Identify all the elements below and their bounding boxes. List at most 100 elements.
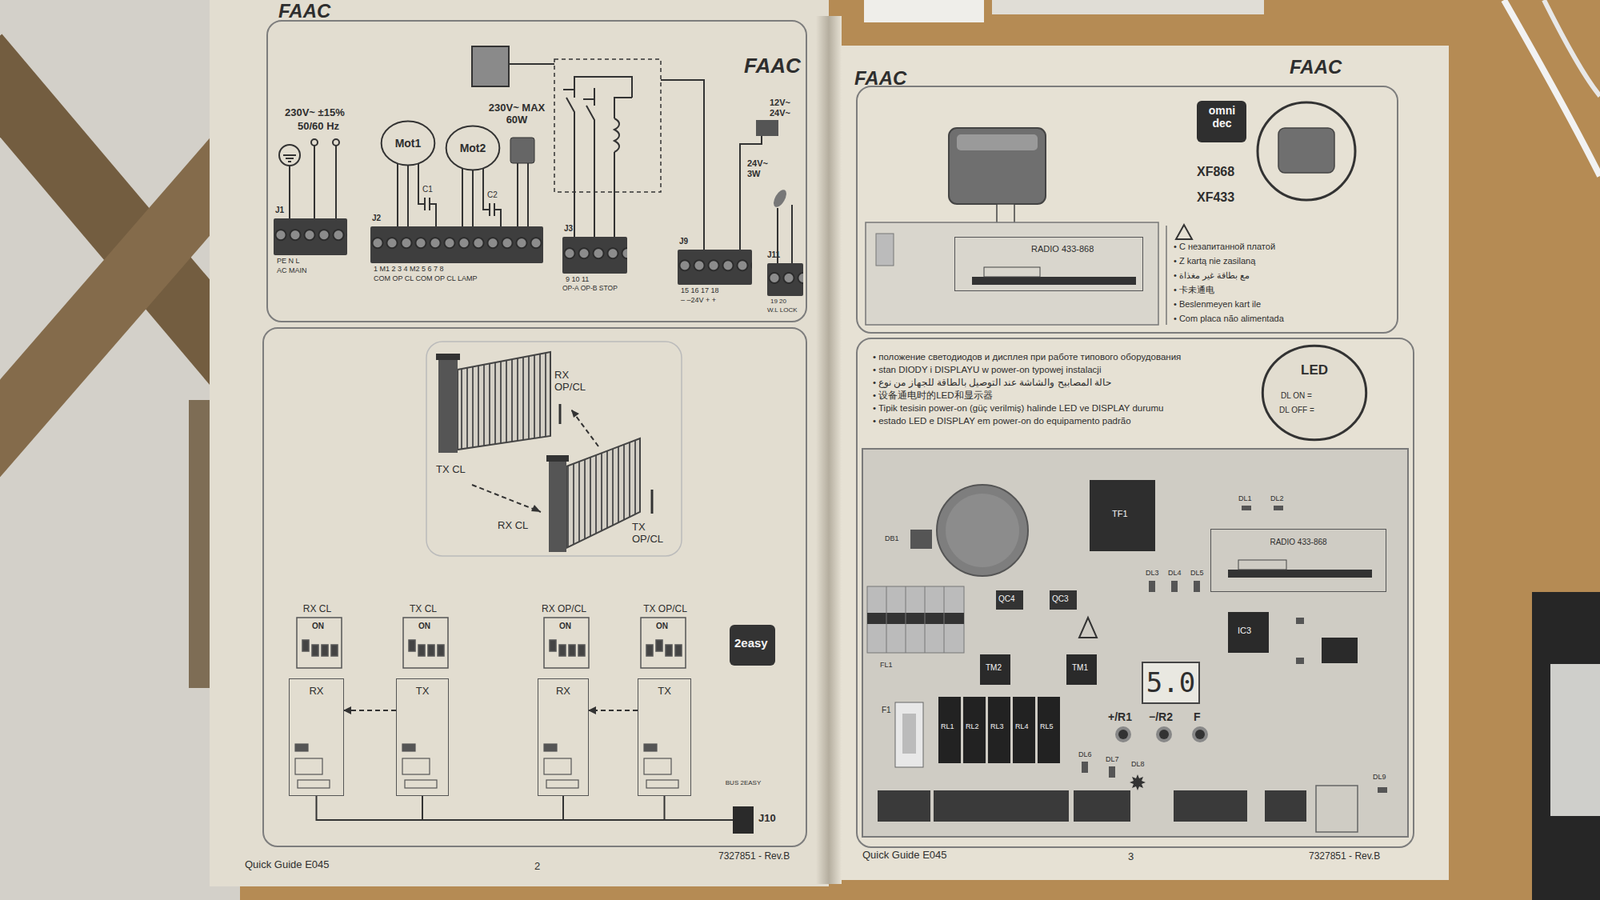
component-label: QC4 <box>998 594 1016 604</box>
node-text: DL ON = <box>1280 391 1312 401</box>
document-code: 7327851 - Rev.B <box>1308 851 1380 863</box>
terminal-block: J1119 20W.L LOCK <box>767 263 804 296</box>
lamp-symbol <box>510 137 535 227</box>
component-label: IC3 <box>1237 625 1252 636</box>
panel <box>263 328 807 847</box>
footer-text: Quick Guide E045 <box>862 849 948 862</box>
photocell-label: TX OP/CL <box>632 521 677 546</box>
warning-note: • Z kartą nie zasilaną <box>1173 256 1256 267</box>
panel <box>856 338 1414 848</box>
motor-circle: Mot2 <box>445 125 500 171</box>
led-label: DL3 <box>1145 568 1160 577</box>
led-label: DL6 <box>1078 750 1092 759</box>
led-label: DL4 <box>1168 568 1182 577</box>
node-title: J11 <box>767 250 780 260</box>
page-number: 3 <box>1128 851 1134 864</box>
motor-wiring <box>397 163 501 227</box>
brand-logo: FAAC <box>1289 56 1342 79</box>
capacitor-label: C2 <box>487 190 498 200</box>
display: 5.0 <box>1141 661 1200 704</box>
node-text: – –24V + + <box>680 296 716 304</box>
device-label <box>1550 664 1600 816</box>
node-title: RADIO 433-868 <box>1211 537 1386 548</box>
node-text: 9 10 11 <box>565 275 589 284</box>
warning-note: • 卡未通电 <box>1173 284 1215 296</box>
beam-arrow <box>344 709 396 712</box>
footer-text: Quick Guide E045 <box>244 859 330 872</box>
document-code: 7327851 - Rev.B <box>718 851 790 863</box>
node-title: RX OP/CL <box>506 604 622 616</box>
dip-switch-label: ON <box>418 621 431 632</box>
cable <box>1544 0 1600 96</box>
node-text: 15 16 17 18 <box>680 286 720 295</box>
terminal-block: J1PE N LAC MAIN <box>273 218 348 256</box>
photocell-label: RX OP/CL <box>554 369 600 394</box>
node-title: Mot2 <box>445 141 500 155</box>
photocell-box: RX CLRX <box>288 678 344 796</box>
led-note: • حالة المصابيح والشاشة عند التوصيل بالط… <box>872 377 1112 388</box>
led-note: • Tipik tesisin power-on (güç verilmiş) … <box>872 403 1164 414</box>
led-note: • estado LED e DISPLAY em power-on do eq… <box>872 416 1132 427</box>
led-note: • stan DIODY i DISPLAYU w power-on typow… <box>872 364 1101 376</box>
node-title: J2 <box>372 213 381 224</box>
node-title: LED <box>1261 362 1368 379</box>
led-note: • 设备通电时的LED和显示器 <box>872 390 993 401</box>
node-text: TX <box>396 685 448 698</box>
node-text: W.L LOCK <box>767 306 798 314</box>
circle-outline <box>1262 345 1366 440</box>
dip-switch-label: ON <box>656 621 668 632</box>
device-box <box>1532 592 1600 900</box>
relay-label: RL4 <box>1015 722 1029 731</box>
node-title: RX CL <box>257 604 377 616</box>
component-label: TM1 <box>1072 663 1088 673</box>
button-label: +/R1 <box>1108 710 1132 724</box>
component-label: TM2 <box>985 663 1002 673</box>
photocell-box: TX CLTX <box>396 678 449 796</box>
led-label: DL8 <box>1131 760 1145 768</box>
radio-slot: RADIO 433-868 <box>954 236 1144 292</box>
led-label: DL5 <box>1190 568 1204 577</box>
supply-voltage: 230V~ ±15% <box>284 107 345 120</box>
relay-label: RL5 <box>1040 722 1054 731</box>
circle-outline <box>381 121 436 166</box>
supply-frequency: 50/60 Hz <box>297 120 340 133</box>
cable <box>1504 0 1600 176</box>
motor-wire <box>472 170 474 227</box>
lamp-rating: 230V~ MAX 60W <box>484 102 549 127</box>
bus-wire <box>422 796 733 820</box>
led-label: DL2 <box>1270 494 1284 503</box>
component-label: DB1 <box>884 534 900 543</box>
relay-label: RL3 <box>990 722 1004 731</box>
radio-slot: RADIO 433-868 <box>1210 528 1387 592</box>
node-title: J1 <box>275 205 284 216</box>
photocell-label: TX CL <box>436 464 466 476</box>
node-text: COM OP CL COM OP CL LAMP <box>373 274 478 283</box>
led-legend-circle: LED DL ON = DL OFF = <box>1261 344 1368 441</box>
node-title: RADIO 433-868 <box>1031 244 1094 255</box>
node-title: TX OP/CL <box>606 604 724 616</box>
circle-outline <box>446 126 500 171</box>
model-name: XF433 <box>1196 190 1235 205</box>
warning-note: • С незапитанной платой <box>1173 241 1276 252</box>
photocell-parts <box>295 744 679 788</box>
node-text: PE N L <box>276 256 300 265</box>
photocell-box: TX OP/CLTX <box>637 678 692 796</box>
led-label: DL7 <box>1105 755 1120 764</box>
node-text: DL OFF = <box>1279 405 1315 416</box>
dip-switches <box>296 617 686 668</box>
node-title: 5.0 <box>1143 667 1199 699</box>
warning-note: • مع بطاقة غير مغذاة <box>1173 270 1250 281</box>
button-label: F <box>1193 710 1201 724</box>
node-title: BUS 2EASY <box>721 779 765 787</box>
brand-logo: FAAC <box>744 54 801 79</box>
mains-wiring <box>279 139 340 219</box>
relay-label: RL1 <box>940 722 955 731</box>
beam-arrow <box>588 709 638 712</box>
dip-switch-label: ON <box>312 621 324 632</box>
left-page <box>209 0 829 887</box>
node-text: TX <box>638 685 691 698</box>
warning-note: • Beslenmeyen kart ile <box>1173 299 1261 310</box>
